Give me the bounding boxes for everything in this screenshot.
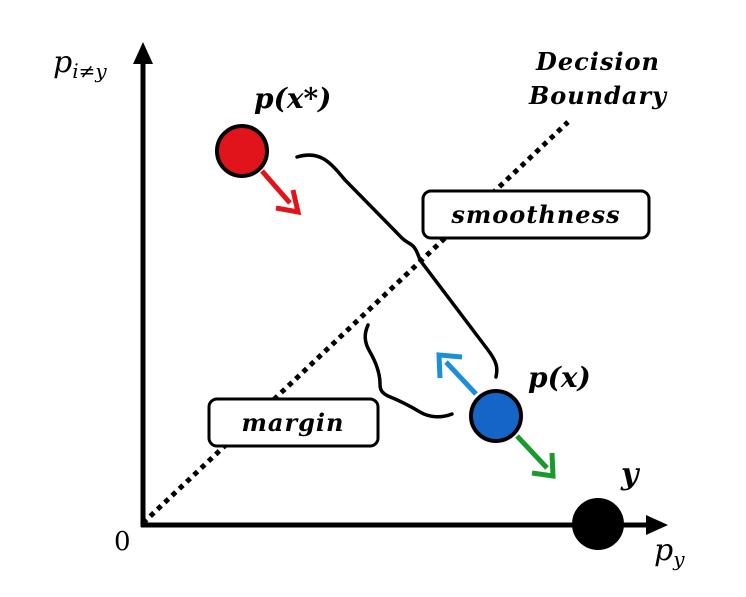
clean-toward-target-arrow [515, 434, 556, 479]
margin-label: margin [242, 408, 345, 437]
adversarial-point [215, 124, 269, 178]
x-axis-label-sub: y [672, 547, 685, 571]
origin-label: 0 [114, 527, 131, 557]
x-axis [141, 515, 668, 535]
decision-boundary-label-line1: Decision [535, 47, 660, 76]
y-axis-label-sub: i≠y [72, 59, 107, 83]
smoothness-label: smoothness [450, 200, 620, 229]
x-axis-label-main: p [654, 533, 673, 568]
decision-boundary-line [141, 120, 570, 525]
clean-point-label: p(x) [528, 361, 591, 394]
target-point-label: y [620, 457, 641, 492]
decision-boundary-label-line2: Boundary [528, 81, 668, 110]
clean-toward-boundary-arrow [436, 352, 478, 396]
x-axis-label: py [654, 533, 685, 571]
margin-box [207, 397, 380, 448]
margin-brace [363, 323, 454, 419]
y-axis-label-main: p [53, 45, 72, 80]
clean-point [469, 389, 523, 443]
adversarial-point-label: p(x*) [254, 82, 331, 115]
y-axis-label: pi≠y [53, 45, 107, 83]
smoothness-box [421, 189, 651, 240]
adversarial-gradient-arrow [260, 169, 302, 216]
smoothness-brace [295, 153, 499, 379]
target-point [572, 498, 624, 550]
y-axis [133, 42, 153, 527]
